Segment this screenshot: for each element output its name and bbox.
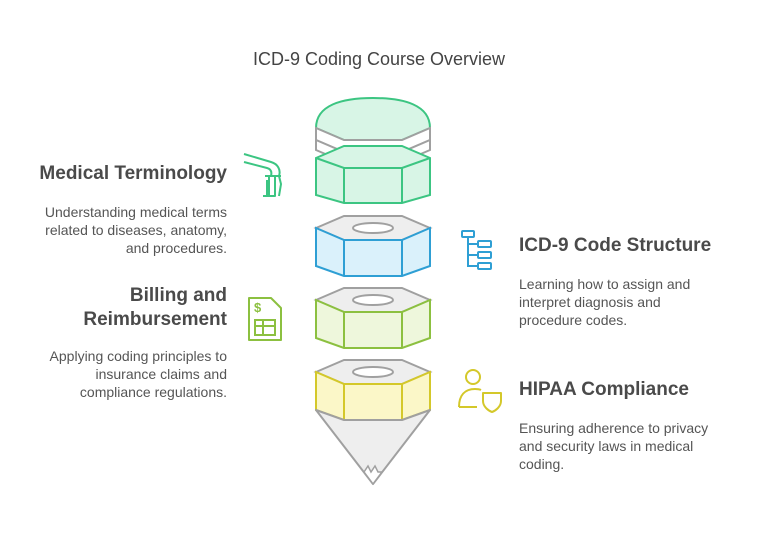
description-line: interpret diagnosis and: [519, 294, 661, 310]
hierarchy-icon: [461, 230, 492, 270]
page-title: ICD-9 Coding Course Overview: [252, 49, 506, 69]
description-line: and security laws in medical: [519, 438, 694, 454]
user-shield-icon: [458, 369, 502, 413]
heading-line: Billing and: [129, 285, 227, 306]
green-layer: [314, 96, 432, 204]
description-line: Ensuring adherence to privacy: [519, 420, 709, 436]
svg-text:$: $: [254, 300, 262, 315]
description-line: compliance regulations.: [79, 384, 227, 400]
description-line: Understanding medical terms: [44, 204, 227, 220]
description-line: and procedures.: [125, 240, 227, 256]
yellow-layer: [313, 359, 433, 421]
description-line: Applying coding principles to: [49, 348, 227, 364]
heading-billing-reimbursement: Billing and Reimbursement: [20, 284, 227, 332]
description-icd9-code-structure: Learning how to assign and interpret dia…: [519, 275, 749, 329]
description-hipaa-compliance: Ensuring adherence to privacy and securi…: [519, 419, 749, 473]
description-line: Learning how to assign and: [519, 276, 691, 292]
invoice-icon: $: [248, 297, 282, 341]
description-line: insurance claims and: [95, 366, 227, 382]
description-line: related to diseases, anatomy,: [45, 222, 227, 238]
description-line: procedure codes.: [519, 312, 628, 328]
description-medical-terminology: Understanding medical terms related to d…: [10, 203, 227, 257]
description-billing-reimbursement: Applying coding principles to insurance …: [10, 347, 227, 401]
pencil-tip: [315, 409, 431, 486]
heading-line: Reimbursement: [83, 309, 227, 330]
blue-layer: [313, 215, 433, 277]
lime-layer: [313, 287, 433, 349]
knee-joint-icon: [243, 153, 283, 197]
heading-icd9-code-structure: ICD-9 Code Structure: [519, 235, 712, 256]
heading-hipaa-compliance: HIPAA Compliance: [519, 379, 689, 400]
description-line: coding.: [519, 456, 565, 472]
heading-medical-terminology: Medical Terminology: [39, 163, 227, 184]
